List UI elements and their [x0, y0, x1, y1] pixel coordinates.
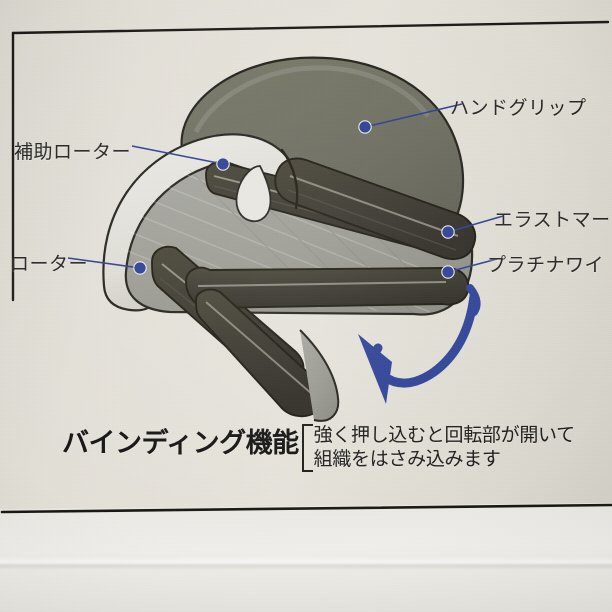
- callout-leaders: [67, 103, 504, 279]
- leader-aux-rotor: [131, 145, 224, 165]
- callout-dot-rotor: [133, 261, 147, 275]
- callout-dot-platinum: [441, 265, 455, 279]
- panel-frame: [0, 20, 612, 514]
- rotation-arrow-icon: [358, 284, 481, 404]
- leader-handgrip: [364, 103, 463, 128]
- jaw-notch-shape: [235, 148, 299, 223]
- elastomer-roller-shape: [274, 157, 477, 260]
- callout-label-elastomer: エラストマー: [494, 210, 611, 231]
- caption-note-line-1: 強く押し込むと回転部が開いて: [313, 424, 576, 446]
- callout-label-rotor: ローター: [10, 254, 89, 275]
- caption-note: 強く押し込むと回転部が開いて 組織をはさみ込みます: [301, 424, 587, 472]
- device-nose-shape: [195, 288, 340, 422]
- callout-label-auxiliary-rotor: 補助ローター: [14, 142, 132, 163]
- callout-dot-aux-rotor: [216, 157, 230, 171]
- leader-platinum: [447, 258, 498, 273]
- callout-label-platinum-wire: プラチナワイ: [487, 255, 605, 276]
- caption-note-line-2: 組織をはさみ込みます: [313, 447, 501, 470]
- leader-elastomer: [447, 215, 504, 233]
- callout-dot-elastomer: [441, 225, 455, 239]
- callout-dot-handgrip: [358, 120, 372, 134]
- callout-label-handgrip: ハンドグリップ: [450, 98, 587, 119]
- leader-rotor: [67, 257, 141, 269]
- caption-block: バインディング機能 強く押し込むと回転部が開いて 組織をはさみ込みます: [62, 424, 587, 472]
- caption-title: バインディング機能: [62, 428, 299, 459]
